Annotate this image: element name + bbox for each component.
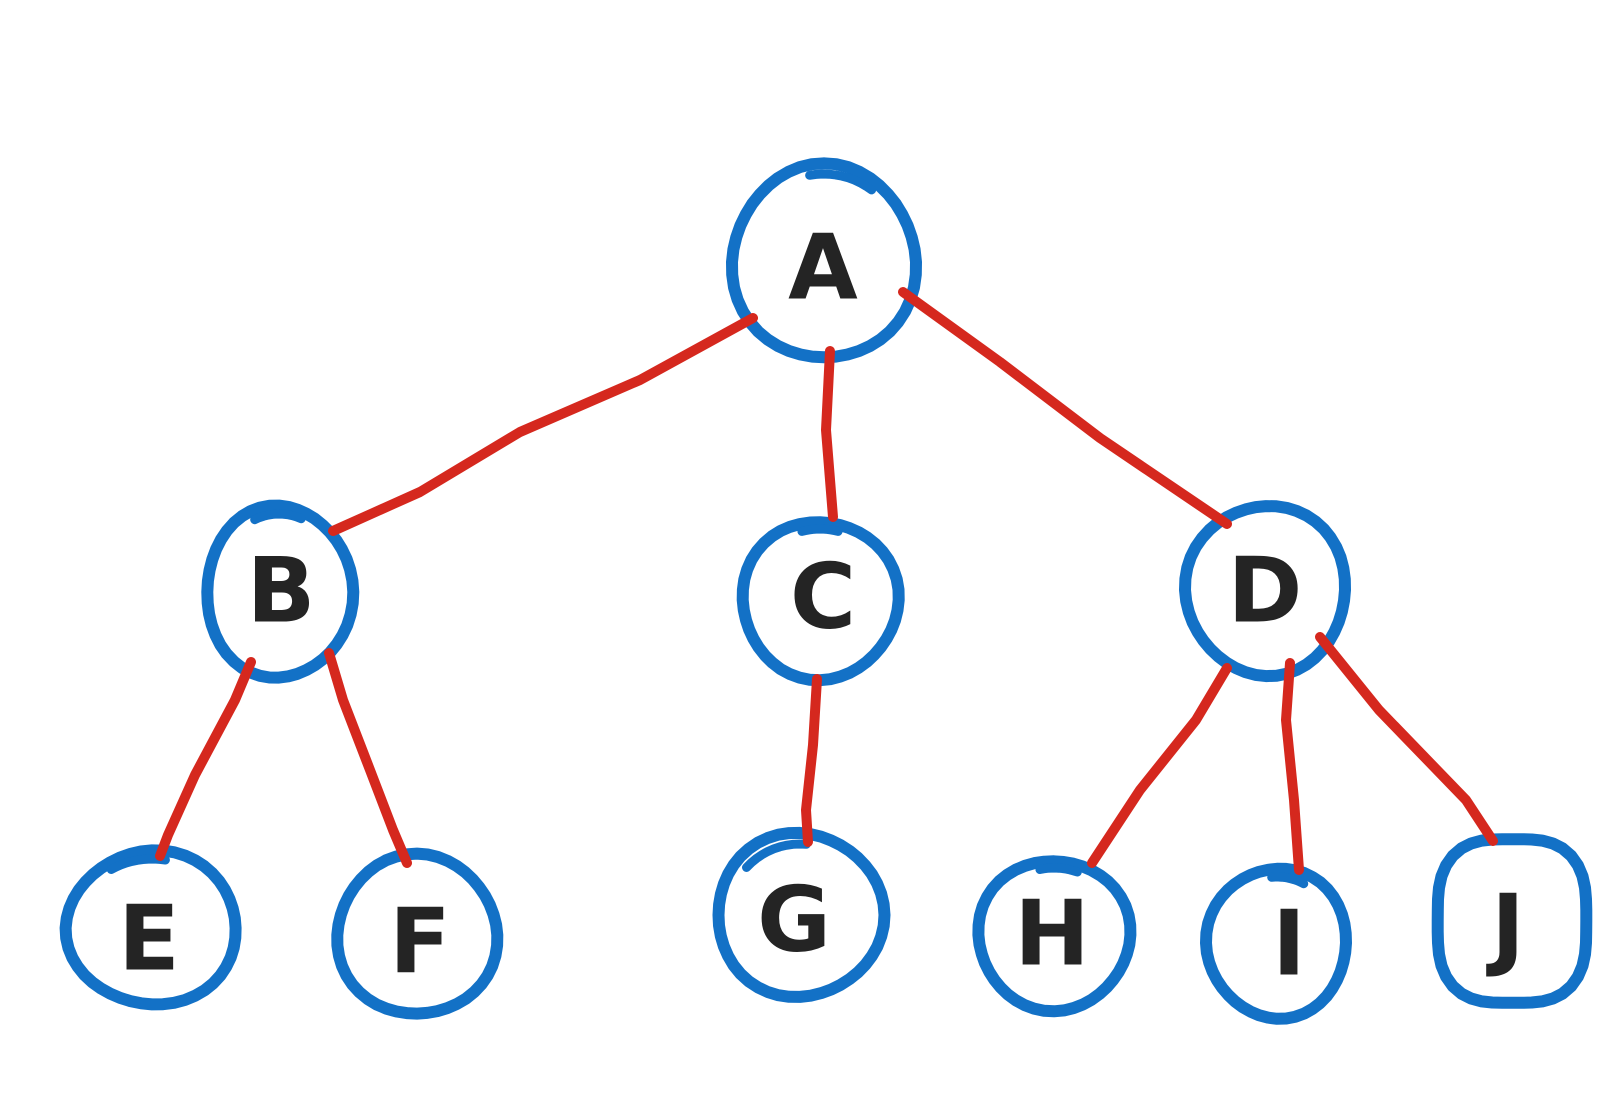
nodes-layer [59,157,1593,1025]
node-E-label: E [118,887,179,992]
node-B [201,499,360,684]
node-J-circle [1431,833,1593,1009]
node-B-pen-hook [250,509,306,525]
node-E [59,844,242,1011]
node-H [972,855,1137,1018]
node-C-label: C [790,545,856,650]
node-F-circle [331,847,504,1020]
edge-A-D [898,287,1232,529]
node-C-pen-hook [797,524,843,536]
node-F-label: F [389,890,450,995]
node-E-pen-hook [106,854,170,874]
node-I-pen-hook [1267,872,1309,889]
node-G-label: G [757,868,831,973]
edge-B-E [155,657,256,861]
node-G-pen-hook [742,839,811,872]
node-E-circle [59,844,242,1011]
node-A-pen-hook [805,169,877,195]
node-H-label: H [1014,882,1089,987]
edge-A-C [821,346,838,522]
node-H-circle [972,855,1137,1018]
node-C [736,516,905,687]
edge-D-J [1315,632,1498,846]
node-A-label: A [788,216,858,321]
labels-layer: A B C D E F G H I J [118,216,1524,997]
edges-layer [155,287,1498,875]
edge-D-H [1087,663,1232,868]
node-C-circle [736,516,905,687]
node-H-pen-hook [1035,863,1082,877]
node-G [712,826,891,1003]
node-A-circle [726,157,922,364]
node-J [1431,833,1593,1009]
node-B-circle [201,499,360,684]
node-B-label: B [247,539,316,644]
node-J-label: J [1485,876,1525,981]
node-G-circle [712,826,891,1003]
node-I-circle [1200,862,1352,1025]
edge-A-B [328,313,758,536]
node-D-label: D [1228,539,1303,644]
node-I [1200,862,1352,1025]
edge-B-F [324,648,412,868]
edge-C-G [801,674,822,847]
node-A [726,157,922,364]
edge-D-I [1281,658,1304,875]
node-D-circle [1179,500,1351,683]
node-I-label: I [1272,892,1306,997]
node-F [331,847,504,1020]
node-D [1179,500,1351,683]
